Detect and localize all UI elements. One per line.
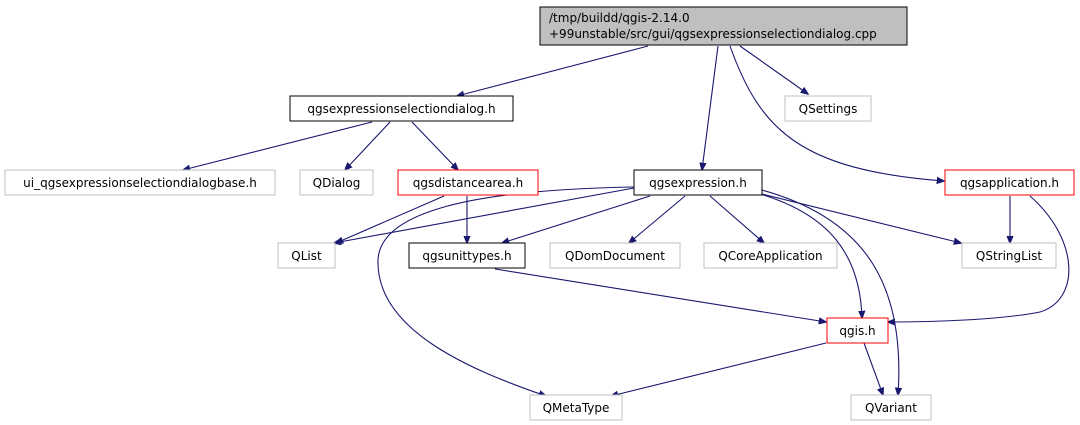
- edge-application-to-qgis: [888, 195, 1070, 322]
- node-qstringlist-label: QStringList: [976, 249, 1043, 263]
- edge-root-to-dialog-h: [457, 45, 649, 96]
- node-qcoreapplication-label: QCoreApplication: [718, 249, 822, 263]
- node-distancearea-label: qgsdistancearea.h: [413, 176, 524, 190]
- node-ui-base-label: ui_qgsexpressionselectiondialogbase.h: [23, 176, 257, 190]
- node-root-line2: +99unstable/src/gui/qgsexpressionselecti…: [549, 27, 877, 41]
- edge-dialog-h-to-distancearea: [411, 121, 458, 170]
- node-distancearea[interactable]: qgsdistancearea.h: [397, 169, 539, 196]
- edge-qgis-to-qmetatype: [611, 342, 827, 396]
- node-qsettings[interactable]: QSettings: [784, 95, 872, 122]
- node-qsettings-label: QSettings: [799, 102, 858, 116]
- node-ui-base[interactable]: ui_qgsexpressionselectiondialogbase.h: [4, 169, 276, 196]
- edge-expression-to-qdomdocument: [629, 195, 686, 243]
- node-qvariant[interactable]: QVariant: [850, 394, 932, 421]
- edge-distancearea-to-qlist: [336, 195, 445, 243]
- node-qdialog-label: QDialog: [313, 176, 361, 190]
- edge-expression-to-qstringlist: [761, 193, 961, 243]
- edge-unittypes-to-qgis: [494, 268, 826, 322]
- edge-qgis-to-qvariant: [863, 342, 883, 395]
- node-dialog-h[interactable]: qgsexpressionselectiondialog.h: [289, 95, 514, 122]
- nodes: /tmp/buildd/qgis-2.14.0 +99unstable/src/…: [4, 6, 1075, 421]
- node-qdialog[interactable]: QDialog: [299, 169, 374, 196]
- node-qcoreapplication[interactable]: QCoreApplication: [703, 242, 838, 269]
- node-unittypes-label: qgsunittypes.h: [422, 249, 511, 263]
- edge-root-to-application: [729, 45, 944, 181]
- edge-root-to-qsettings: [739, 45, 808, 94]
- edge-dialog-h-to-qdialog: [345, 121, 391, 170]
- edges: [183, 45, 1070, 396]
- node-qmetatype-label: QMetaType: [543, 401, 610, 415]
- node-expression[interactable]: qgsexpression.h: [633, 169, 763, 196]
- node-root-line1: /tmp/buildd/qgis-2.14.0: [549, 11, 690, 25]
- edge-expression-to-qgis: [759, 193, 862, 318]
- edge-expression-to-qlist: [334, 187, 635, 243]
- node-qgis-h[interactable]: qgis.h: [826, 317, 889, 344]
- node-qstringlist[interactable]: QStringList: [961, 242, 1057, 269]
- edge-dialog-h-to-ui-base: [183, 121, 373, 170]
- edge-expression-to-qmetatype: [377, 186, 635, 396]
- node-qlist-label: QList: [291, 249, 322, 263]
- edge-expression-to-qvariant: [761, 189, 899, 395]
- edge-root-to-expression: [702, 45, 719, 170]
- node-application[interactable]: qgsapplication.h: [944, 169, 1075, 196]
- node-qgis-h-label: qgis.h: [839, 324, 875, 338]
- node-qlist[interactable]: QList: [277, 242, 336, 269]
- node-qvariant-label: QVariant: [865, 401, 917, 415]
- edge-expression-to-qcoreapplication: [709, 195, 764, 243]
- edge-expression-to-unittypes: [502, 195, 651, 243]
- node-application-label: qgsapplication.h: [960, 176, 1059, 190]
- node-qmetatype[interactable]: QMetaType: [529, 394, 623, 421]
- node-root-file[interactable]: /tmp/buildd/qgis-2.14.0 +99unstable/src/…: [539, 6, 908, 46]
- node-dialog-h-label: qgsexpressionselectiondialog.h: [307, 102, 495, 116]
- node-unittypes[interactable]: qgsunittypes.h: [408, 242, 526, 269]
- node-qdomdocument[interactable]: QDomDocument: [549, 242, 681, 269]
- node-qdomdocument-label: QDomDocument: [565, 249, 665, 263]
- node-expression-label: qgsexpression.h: [649, 176, 747, 190]
